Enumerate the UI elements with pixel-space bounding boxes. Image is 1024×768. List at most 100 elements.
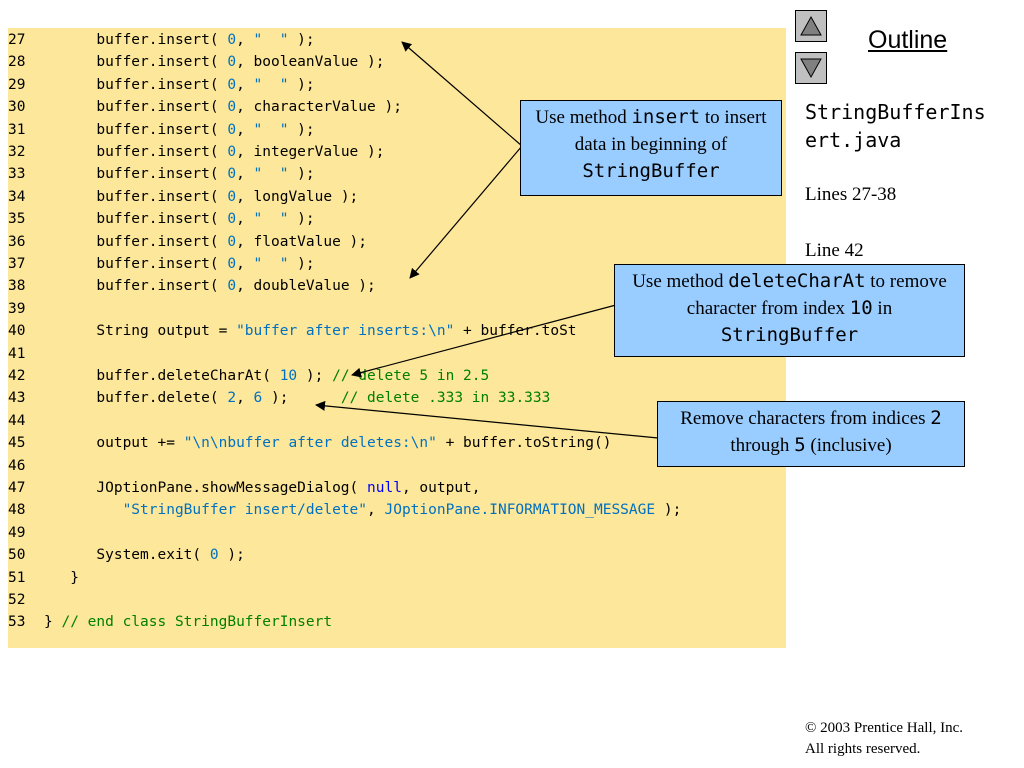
- callout-insert: Use method insert to insert data in begi…: [520, 100, 782, 196]
- line-number: 52: [8, 592, 26, 608]
- code-token: " ": [253, 256, 289, 272]
- code-token: "buffer after inserts:\n": [236, 323, 455, 340]
- code-text: JOptionPane.showMessageDialog( null, out…: [44, 477, 480, 499]
- code-token: "StringBuffer insert/delete": [122, 502, 368, 519]
- line-number: 27: [8, 32, 26, 48]
- code-token: buffer.insert(: [44, 256, 228, 272]
- code-token: , integerValue );: [236, 144, 385, 160]
- callout-insert-code-2: StringBuffer: [582, 160, 720, 182]
- sidebar-lines-note: Lines 27-38: [805, 184, 897, 205]
- line-number: 35: [8, 211, 26, 228]
- next-slide-button[interactable]: [795, 52, 827, 84]
- previous-slide-button[interactable]: [795, 10, 827, 42]
- code-token: 0: [227, 76, 237, 93]
- code-text: } // end class StringBufferInsert: [44, 611, 332, 633]
- code-token: 0: [227, 278, 237, 295]
- line-number: 47: [8, 480, 26, 496]
- callout-delete-char-text-3: in: [872, 298, 893, 319]
- triangle-down-icon: [800, 58, 822, 79]
- code-text: buffer.insert( 0, characterValue );: [44, 96, 402, 118]
- line-number: 46: [8, 457, 26, 474]
- code-token: 0: [227, 188, 237, 205]
- code-token: ,: [236, 390, 254, 407]
- outline-label[interactable]: Outline: [868, 26, 948, 54]
- code-text: buffer.insert( 0, " " );: [44, 253, 315, 275]
- line-number: 36: [8, 233, 26, 250]
- code-token: );: [297, 368, 333, 384]
- code-token: );: [218, 547, 245, 564]
- code-token: buffer.insert(: [44, 144, 228, 160]
- line-number: 33: [8, 166, 26, 183]
- callout-remove: Remove characters from indices 2 through…: [657, 401, 965, 467]
- line-number: 42: [8, 368, 26, 384]
- line-number: 48: [8, 502, 26, 519]
- triangle-up-icon: [800, 15, 822, 36]
- callout-delete-char: Use method deleteCharAt to remove charac…: [614, 264, 965, 357]
- callout-delete-char-code-3: StringBuffer: [720, 324, 859, 346]
- callout-remove-code: 2: [930, 407, 942, 429]
- line-number: 51: [8, 569, 26, 586]
- copyright-line-1: © 2003 Prentice Hall, Inc.: [805, 720, 964, 736]
- code-token: buffer.insert(: [44, 76, 228, 93]
- code-token: "\n\nbuffer after deletes:\n": [183, 435, 437, 452]
- line-number: 28: [8, 54, 26, 71]
- line-number: 44: [8, 412, 26, 429]
- code-token: buffer.insert(: [44, 121, 228, 138]
- code-token: ,: [236, 121, 254, 138]
- code-token: ,: [236, 166, 254, 183]
- code-token: );: [288, 256, 315, 272]
- code-token: );: [288, 32, 315, 48]
- code-token: ,: [367, 502, 385, 519]
- code-text: buffer.insert( 0, doubleValue );: [44, 275, 375, 297]
- code-token: , longValue );: [236, 188, 359, 205]
- callout-delete-char-code-2: 10: [849, 297, 873, 319]
- code-token: 0: [227, 54, 237, 71]
- code-text: buffer.insert( 0, integerValue );: [44, 141, 384, 163]
- code-token: // delete 5 in 2.5: [332, 368, 490, 384]
- code-token: JOptionPane.showMessageDialog(: [44, 480, 368, 496]
- code-token: );: [288, 121, 315, 138]
- code-token: , booleanValue );: [236, 54, 385, 71]
- code-text: buffer.insert( 0, " " );: [44, 163, 314, 185]
- code-token: 0: [227, 166, 237, 183]
- callout-delete-char-text-2: to remove character from index: [686, 271, 947, 319]
- code-token: 2: [227, 390, 237, 407]
- line-number: 29: [8, 76, 26, 93]
- code-token: buffer.insert(: [44, 211, 228, 228]
- callout-remove-code-2: 5: [794, 434, 806, 456]
- callout-remove-text-2: through: [730, 435, 795, 456]
- code-token: buffer.insert(: [44, 54, 228, 71]
- code-token: buffer.insert(: [44, 99, 228, 116]
- line-number: 50: [8, 547, 26, 564]
- code-token: 10: [279, 368, 298, 384]
- code-text: buffer.insert( 0, " " );: [44, 74, 314, 96]
- line-number: 30: [8, 99, 26, 116]
- code-token: String output =: [44, 323, 237, 340]
- code-token: 0: [227, 32, 237, 48]
- code-token: + buffer.toString(): [436, 435, 612, 452]
- code-token: );: [262, 390, 341, 407]
- code-token: 0: [227, 99, 237, 116]
- code-text: buffer.insert( 0, booleanValue );: [44, 51, 384, 73]
- sidebar-line-note: Line 42: [805, 240, 864, 261]
- code-text: "StringBuffer insert/delete", JOptionPan…: [44, 499, 682, 521]
- code-token: 0: [227, 233, 237, 250]
- code-text: buffer.insert( 0, floatValue );: [44, 231, 367, 253]
- code-token: buffer.deleteCharAt(: [44, 368, 280, 384]
- code-token: output +=: [44, 435, 184, 452]
- callout-delete-char-code: deleteCharAt: [728, 270, 866, 292]
- code-token: 0: [227, 121, 237, 138]
- code-text: System.exit( 0 );: [44, 544, 245, 566]
- code-token: , characterValue );: [236, 99, 402, 116]
- copyright-notice: © 2003 Prentice Hall, Inc. All rights re…: [805, 718, 963, 760]
- code-text: buffer.delete( 2, 6 ); // delete .333 in…: [44, 387, 550, 409]
- code-token: ,: [236, 32, 254, 48]
- callout-remove-text-3: (inclusive): [805, 435, 892, 456]
- code-text: buffer.insert( 0, " " );: [44, 119, 315, 141]
- code-token: ,: [236, 76, 254, 93]
- sidebar-filename: StringBufferIns ert.java: [805, 100, 986, 152]
- code-token: 0: [209, 547, 219, 564]
- line-number: 31: [8, 121, 26, 138]
- line-number: 49: [8, 524, 26, 541]
- line-number: 38: [8, 278, 26, 295]
